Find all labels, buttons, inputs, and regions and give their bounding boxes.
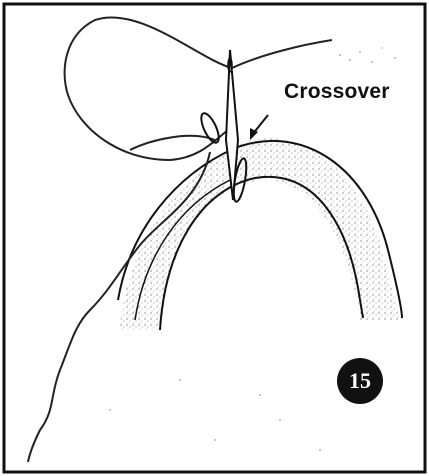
crossover-label: Crossover [284,80,390,104]
thread-loop-cross [130,136,215,150]
fabric-band [120,139,400,330]
thread-tail-top [232,40,332,68]
thread-wrap-left [198,111,222,145]
step-number-badge: 15 [337,358,383,404]
thread-loop [65,17,232,160]
